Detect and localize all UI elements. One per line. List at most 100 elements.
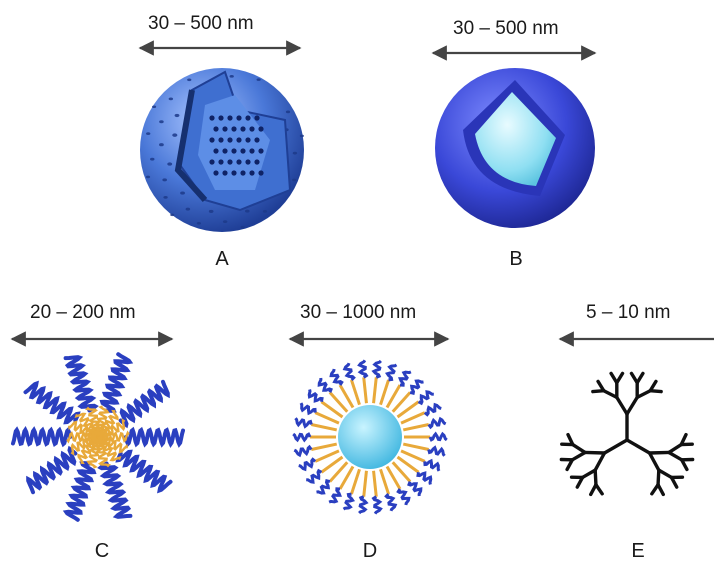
lipid-tail bbox=[396, 455, 420, 474]
lipid-tail bbox=[314, 411, 340, 425]
lipid-head bbox=[427, 416, 447, 430]
lipid-head bbox=[384, 493, 398, 512]
pore bbox=[187, 78, 192, 82]
lipid-tail bbox=[402, 442, 430, 451]
dendrimer-branch bbox=[669, 475, 679, 489]
lipid-head bbox=[316, 478, 331, 495]
lipid-tail bbox=[338, 384, 355, 409]
lipid-head bbox=[371, 495, 383, 515]
hydrophobic-core-chain bbox=[85, 406, 103, 439]
lipid-tail bbox=[362, 470, 368, 497]
dendrimer-branch bbox=[679, 458, 689, 472]
pore bbox=[229, 74, 234, 78]
lipid-head bbox=[427, 445, 446, 457]
inner-pore bbox=[222, 148, 228, 154]
pore bbox=[168, 97, 174, 101]
polymer-chain bbox=[62, 461, 97, 522]
lipid-head bbox=[306, 468, 323, 484]
hydrophobic-core-chain bbox=[93, 405, 110, 439]
polymer-chain bbox=[26, 445, 78, 495]
lipid-head bbox=[396, 488, 411, 506]
lipid-tail bbox=[385, 465, 402, 490]
pore bbox=[299, 134, 304, 138]
inner-pore bbox=[209, 115, 215, 121]
dendrimer-branch bbox=[615, 395, 629, 416]
inner-pore bbox=[209, 137, 215, 143]
label-e: E bbox=[631, 540, 645, 562]
inner-pore bbox=[240, 126, 246, 132]
lipid-tail bbox=[400, 411, 426, 425]
inner-pore bbox=[222, 126, 228, 132]
pore bbox=[222, 220, 228, 224]
dendrimer-branch bbox=[583, 450, 607, 455]
pore bbox=[208, 209, 214, 213]
dendrimer-branch bbox=[648, 389, 663, 394]
lipid-tail bbox=[350, 379, 361, 406]
inner-pore bbox=[231, 126, 237, 132]
pore bbox=[159, 143, 164, 147]
inner-pore bbox=[258, 170, 264, 176]
dendrimer-branch bbox=[570, 450, 587, 462]
inner-pore bbox=[218, 159, 224, 165]
hydrophobic-core-chain bbox=[86, 435, 103, 469]
lipid-tail bbox=[385, 384, 402, 409]
dendrimer-branch bbox=[602, 438, 629, 455]
lipid-head bbox=[409, 379, 424, 396]
dendrimer-branch bbox=[650, 483, 660, 496]
pore bbox=[196, 221, 202, 225]
lipid-head bbox=[385, 363, 398, 382]
pore bbox=[240, 225, 245, 229]
inner-pore bbox=[213, 126, 219, 132]
inner-pore bbox=[245, 115, 251, 121]
inner-pore bbox=[209, 159, 215, 165]
inner-pore bbox=[231, 170, 237, 176]
inner-pore bbox=[245, 159, 251, 165]
size-label-c: 20 – 200 nm bbox=[30, 302, 136, 323]
inner-pore bbox=[222, 170, 228, 176]
lipid-head bbox=[307, 389, 324, 403]
hydrophobic-core-chain bbox=[66, 430, 100, 444]
lipid-head bbox=[298, 457, 317, 472]
hydrophobic-core-chain bbox=[68, 420, 100, 441]
inner-pore bbox=[218, 137, 224, 143]
inner-pore bbox=[227, 115, 233, 121]
hydrophobic-core-chain bbox=[70, 432, 99, 456]
inner-pore bbox=[249, 148, 255, 154]
polymer-chain bbox=[118, 379, 170, 429]
pore bbox=[256, 78, 261, 81]
lipid-tail bbox=[328, 461, 349, 483]
pore bbox=[159, 120, 164, 124]
hydrophobic-core-chain bbox=[93, 435, 111, 468]
lipid-head bbox=[299, 402, 317, 416]
inner-pore bbox=[227, 137, 233, 143]
inner-pore bbox=[249, 170, 255, 176]
lipid-tail bbox=[350, 468, 361, 495]
dendrimer-branch bbox=[602, 389, 619, 400]
dendrimer-branch bbox=[657, 468, 674, 480]
lipid-head bbox=[358, 495, 369, 515]
inner-pore bbox=[236, 159, 242, 165]
dendrimer-branch bbox=[566, 432, 575, 447]
hydrophobic-core-chain bbox=[97, 418, 126, 442]
pore bbox=[152, 105, 157, 109]
lipid-head bbox=[407, 481, 423, 497]
lipid-head bbox=[357, 359, 369, 379]
pore bbox=[167, 162, 173, 166]
size-label-e: 5 – 10 nm bbox=[586, 302, 671, 323]
lipid-tail bbox=[391, 391, 412, 413]
inner-pore bbox=[240, 148, 246, 154]
dendrimer-branch bbox=[625, 395, 639, 416]
pore bbox=[185, 207, 191, 211]
polymer-chain bbox=[23, 380, 81, 425]
label-c: C bbox=[94, 540, 110, 562]
label-a: A bbox=[215, 248, 229, 270]
pore bbox=[150, 157, 155, 161]
inner-pore bbox=[213, 148, 219, 154]
lipid-tail bbox=[320, 400, 344, 419]
hydrophobic-core-chain bbox=[95, 409, 119, 440]
